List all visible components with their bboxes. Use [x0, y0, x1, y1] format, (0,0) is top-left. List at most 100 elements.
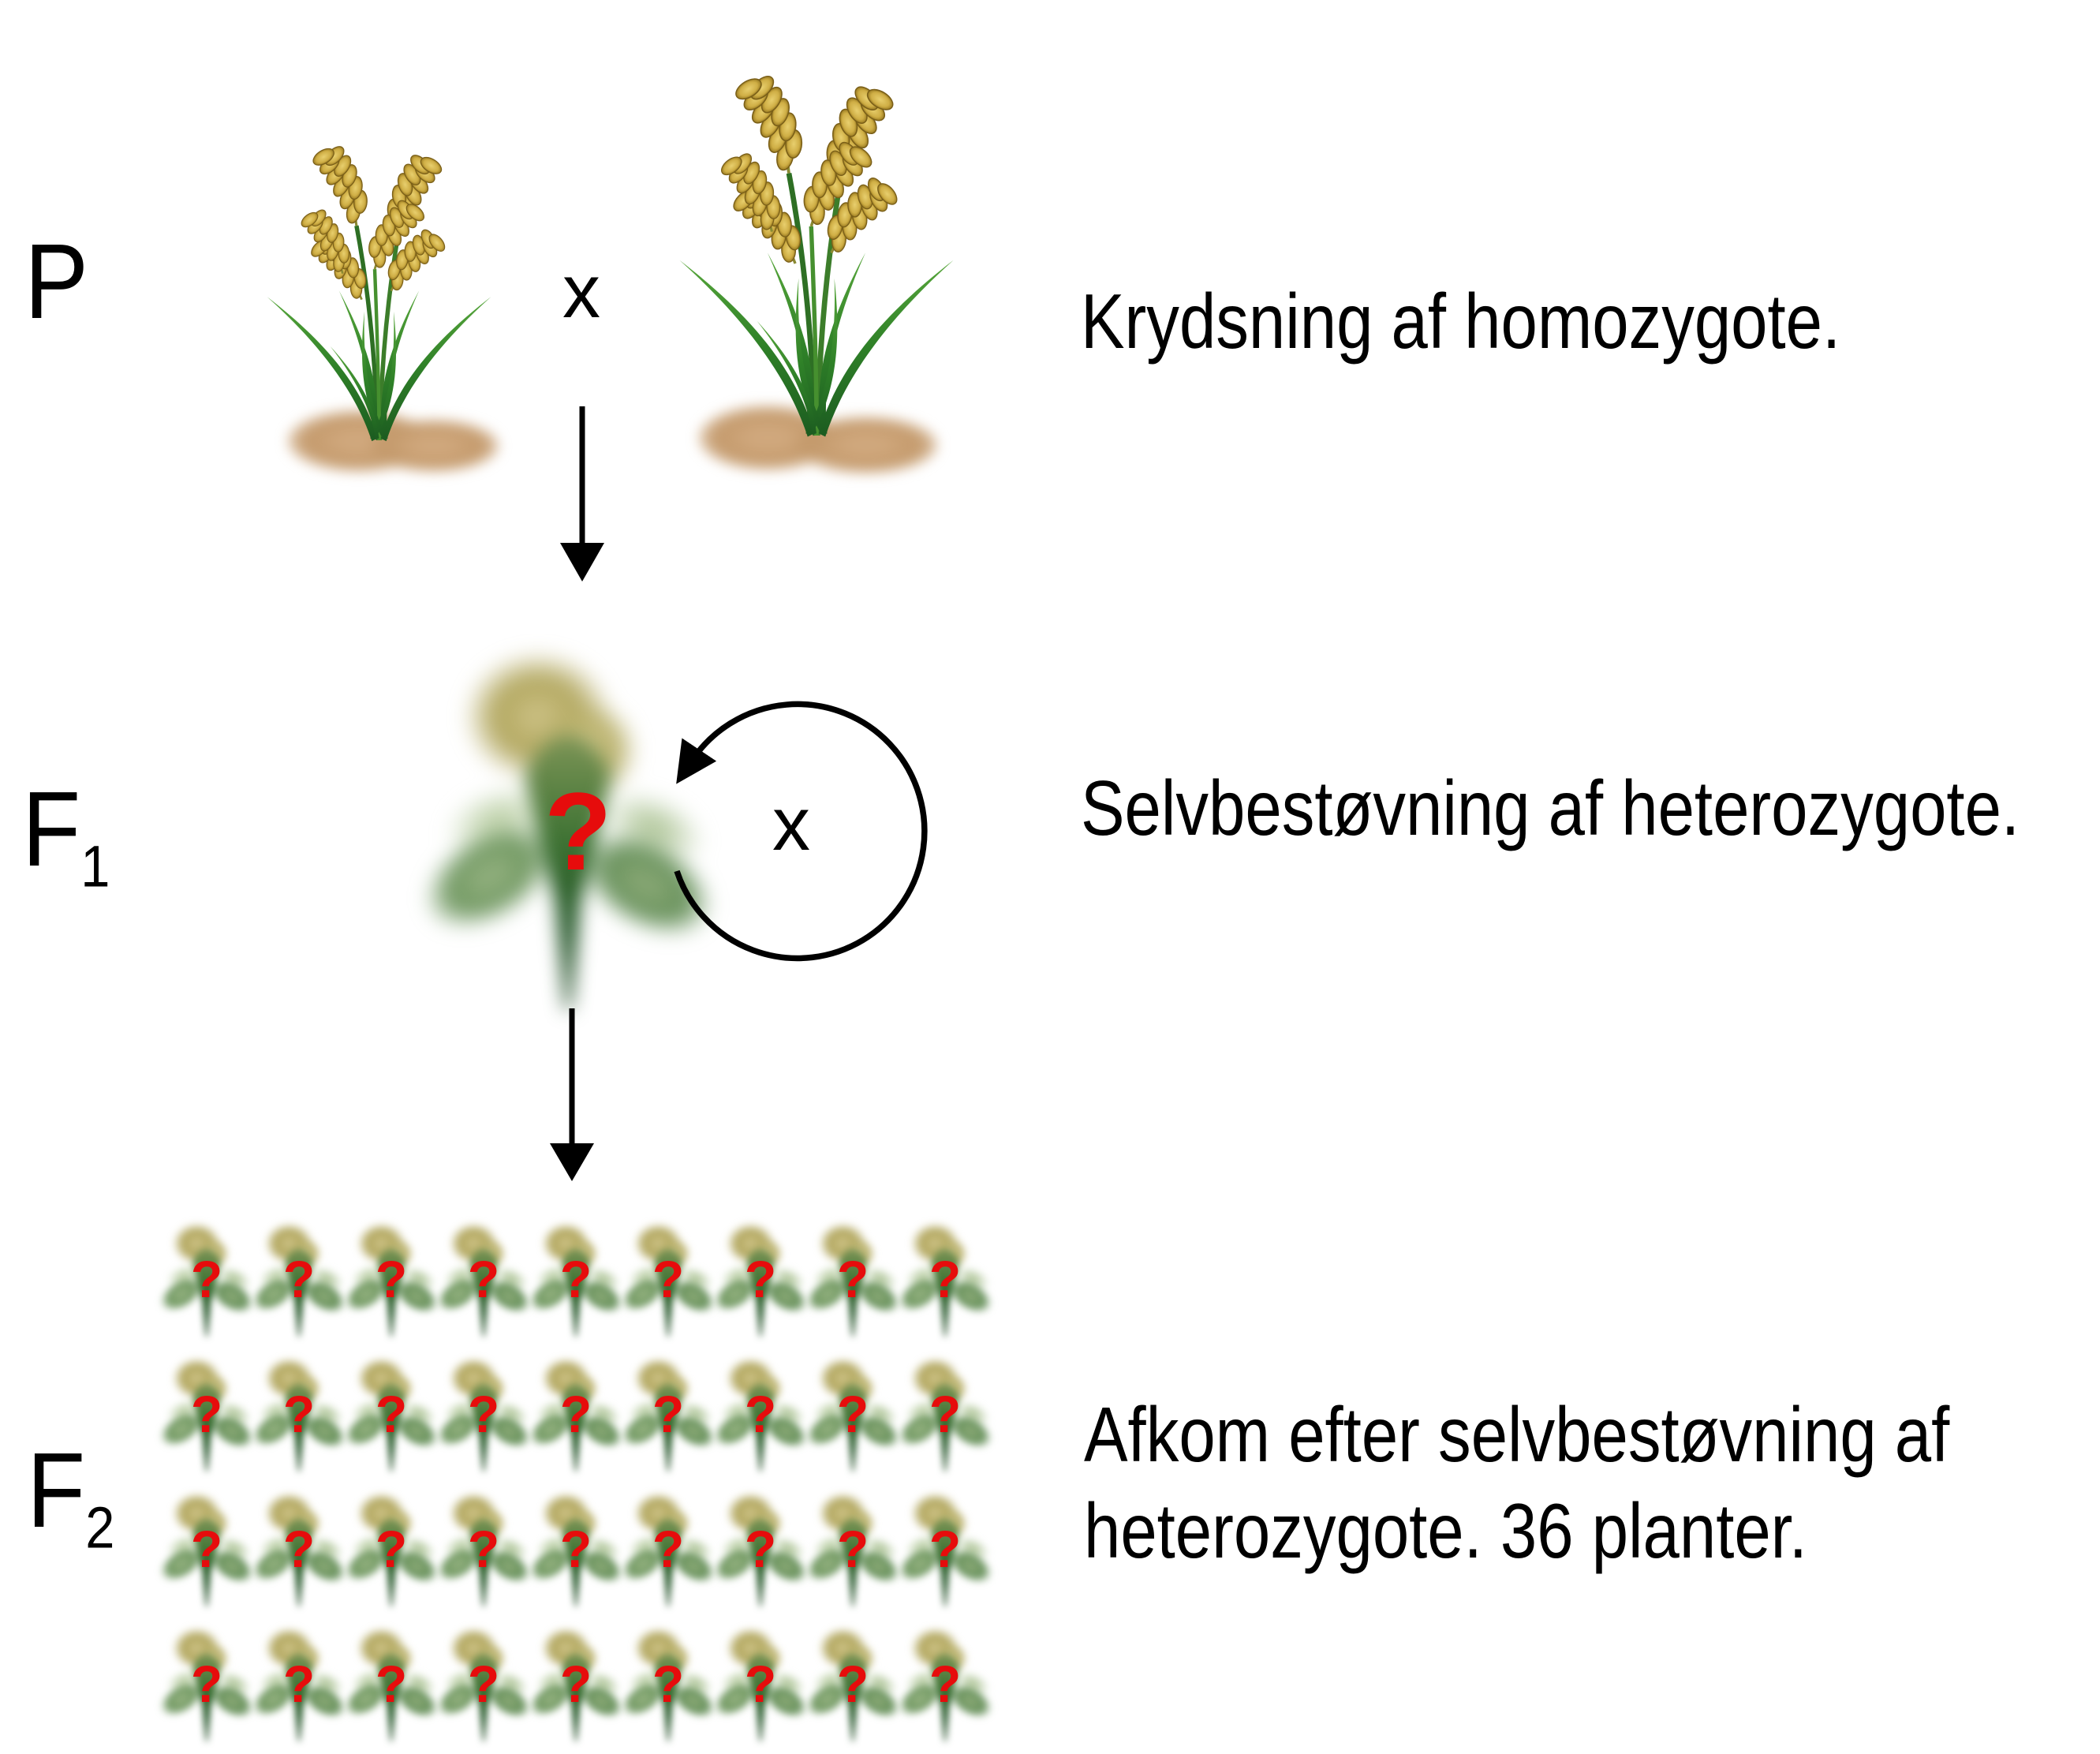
f2-plant: ?	[338, 1488, 445, 1606]
question-mark-icon: ?	[744, 1249, 777, 1308]
blurred-plant-graphic	[245, 1488, 353, 1606]
f2-plant: ?	[430, 1623, 537, 1741]
question-mark-icon: ?	[375, 1519, 408, 1578]
question-mark-icon: ?	[652, 1654, 685, 1713]
question-mark-icon: ?	[375, 1384, 408, 1443]
question-mark-icon: ?	[559, 1384, 592, 1443]
question-mark-icon: ?	[836, 1249, 869, 1308]
f2-plant: ?	[522, 1353, 630, 1472]
blurred-plant-graphic	[404, 639, 732, 1010]
f2-plant: ?	[891, 1488, 999, 1606]
blurred-plant-graphic	[245, 1623, 353, 1741]
question-mark-icon: ?	[652, 1249, 685, 1308]
f2-plant: ?	[245, 1353, 353, 1472]
generation-label-p: P	[24, 228, 88, 335]
question-mark-icon: ?	[836, 1384, 869, 1443]
caption-f1: Selvbestøvning af heterozygote.	[1081, 765, 2020, 851]
f2-plant: ?	[799, 1623, 906, 1741]
blurred-plant-graphic	[707, 1488, 814, 1606]
f2-plant: ?	[799, 1353, 906, 1472]
f2-grid: ? ? ?	[153, 1218, 999, 1741]
blurred-plant-graphic	[891, 1218, 999, 1337]
generation-label-f1-text: F	[22, 769, 81, 888]
blurred-plant-graphic	[245, 1353, 353, 1472]
f2-plant: ?	[245, 1623, 353, 1741]
f2-plant: ?	[522, 1218, 630, 1337]
arrowhead-icon	[550, 1143, 594, 1181]
question-mark-icon: ?	[375, 1654, 408, 1713]
question-mark-icon: ?	[467, 1654, 500, 1713]
blurred-plant-graphic	[522, 1488, 630, 1606]
blurred-plant-graphic	[891, 1623, 999, 1741]
f2-plant: ?	[891, 1218, 999, 1337]
blurred-plant-graphic	[153, 1488, 260, 1606]
f2-plant: ?	[615, 1488, 722, 1606]
question-mark-icon: ?	[652, 1384, 685, 1443]
caption-f2-line1: Afkom efter selvbestøvning af	[1084, 1391, 1950, 1478]
blurred-plant-graphic	[891, 1353, 999, 1472]
blurred-plant-graphic	[891, 1488, 999, 1606]
caption-f2-line2: heterozygote. 36 planter.	[1084, 1487, 1807, 1574]
generation-label-p-text: P	[24, 222, 89, 341]
generation-label-f1-subscript: 1	[80, 833, 110, 899]
blurred-plant-graphic	[615, 1218, 722, 1337]
generation-label-f1: F1	[22, 776, 110, 896]
question-mark-icon: ?	[559, 1519, 592, 1578]
question-mark-icon: ?	[190, 1249, 223, 1308]
question-mark-icon: ?	[559, 1654, 592, 1713]
blurred-plant-graphic	[245, 1218, 353, 1337]
question-mark-icon: ?	[544, 769, 612, 894]
f2-plant: ?	[430, 1353, 537, 1472]
blurred-plant-graphic	[338, 1623, 445, 1741]
f2-plant: ?	[707, 1488, 814, 1606]
question-mark-icon: ?	[282, 1249, 316, 1308]
f1-plant-blurred: ?	[404, 639, 732, 1010]
question-mark-icon: ?	[836, 1519, 869, 1578]
blurred-plant-graphic	[522, 1218, 630, 1337]
blurred-plant-graphic	[615, 1623, 722, 1741]
f2-plant: ?	[615, 1353, 722, 1472]
question-mark-icon: ?	[929, 1384, 962, 1443]
blurred-plant-graphic	[707, 1623, 814, 1741]
f2-plant: ?	[245, 1488, 353, 1606]
blurred-plant-graphic	[799, 1623, 906, 1741]
blurred-plant-graphic	[522, 1353, 630, 1472]
f2-plant: ?	[338, 1623, 445, 1741]
question-mark-icon: ?	[652, 1519, 685, 1578]
question-mark-icon: ?	[375, 1249, 408, 1308]
f2-plant: ?	[615, 1623, 722, 1741]
question-mark-icon: ?	[282, 1654, 316, 1713]
f2-plant: ?	[891, 1353, 999, 1472]
self-cross-symbol: x	[772, 782, 810, 866]
blurred-plant-graphic	[338, 1218, 445, 1337]
blurred-plant-graphic	[799, 1488, 906, 1606]
f2-plant: ?	[338, 1353, 445, 1472]
question-mark-icon: ?	[744, 1654, 777, 1713]
blurred-plant-graphic	[153, 1218, 260, 1337]
question-mark-icon: ?	[282, 1384, 316, 1443]
f2-plant: ?	[891, 1623, 999, 1741]
self-pollination-circle-arrow-icon	[674, 701, 928, 962]
arrowhead-icon	[560, 543, 604, 582]
f2-plant: ?	[245, 1218, 353, 1337]
question-mark-icon: ?	[467, 1249, 500, 1308]
f2-plant: ?	[153, 1623, 260, 1741]
blurred-plant-graphic	[338, 1488, 445, 1606]
f2-plant: ?	[430, 1218, 537, 1337]
generation-label-f2-subscript: 2	[85, 1494, 115, 1561]
question-mark-icon: ?	[929, 1249, 962, 1308]
generation-label-f2-text: F	[27, 1431, 86, 1550]
blurred-plant-graphic	[615, 1353, 722, 1472]
blurred-plant-graphic	[430, 1488, 537, 1606]
blurred-plant-graphic	[522, 1623, 630, 1741]
question-mark-icon: ?	[836, 1654, 869, 1713]
f2-plant: ?	[615, 1218, 722, 1337]
arrow-down-p-to-f1	[560, 406, 604, 582]
question-mark-icon: ?	[282, 1519, 316, 1578]
question-mark-icon: ?	[744, 1519, 777, 1578]
f2-plant: ?	[707, 1218, 814, 1337]
f2-plant: ?	[707, 1623, 814, 1741]
question-mark-icon: ?	[559, 1249, 592, 1308]
blurred-plant-graphic	[430, 1353, 537, 1472]
